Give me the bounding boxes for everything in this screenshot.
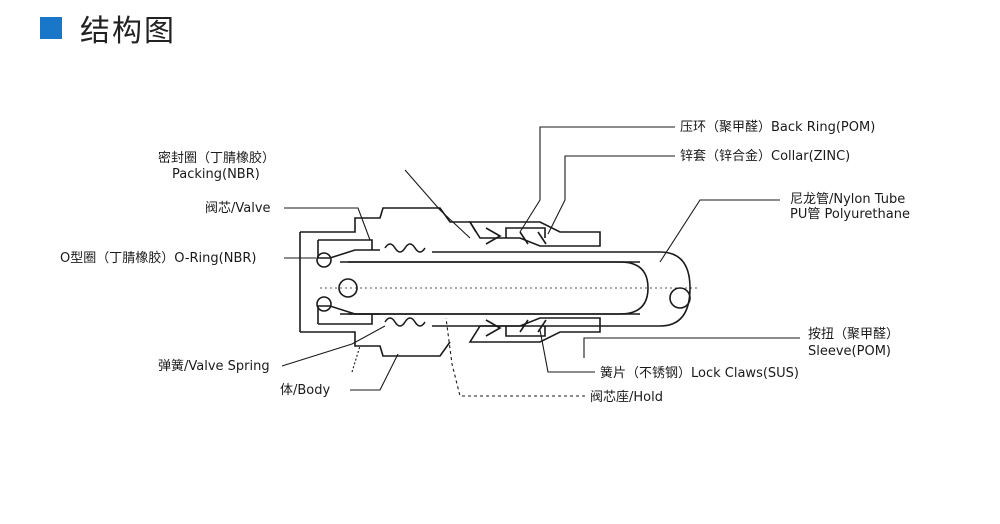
body-inner-bottom <box>317 305 380 324</box>
valve-spring-top <box>384 243 426 253</box>
lock-claws-top <box>485 227 502 245</box>
body-outline-bottom <box>300 331 451 357</box>
label-valve: 阀芯/Valve <box>205 201 271 216</box>
leader-valve-spring <box>281 325 386 367</box>
back-ring-top <box>468 221 601 247</box>
label-nylon-tube-1: 尼龙管/Nylon Tube <box>790 192 905 207</box>
label-collar: 锌套（锌合金）Collar(ZINC) <box>680 148 850 164</box>
valve-spring-bottom <box>384 317 426 327</box>
section-marker-icon <box>40 17 62 39</box>
leader-lines <box>281 126 800 397</box>
o-ring <box>316 252 332 268</box>
nylon-tube <box>340 261 649 315</box>
section-header: 结构图 <box>40 10 176 49</box>
leader-valve <box>284 207 371 241</box>
label-body: 体/Body <box>280 383 331 398</box>
lock-claws-bottom <box>485 319 502 337</box>
collar-bottom <box>505 326 546 337</box>
label-sleeve-cn: 按扭（聚甲醛） <box>808 326 899 342</box>
leader-sleeve <box>583 337 800 358</box>
label-packing-cn: 密封圈（丁腈橡胶） <box>158 150 275 166</box>
body-outline-top <box>300 207 477 233</box>
collar-top <box>505 227 546 238</box>
labels: 压环（聚甲醛）Back Ring(POM) 锌套（锌合金）Collar(ZINC… <box>60 119 910 405</box>
label-packing-en: Packing(NBR) <box>172 167 260 182</box>
label-sleeve-en: Sleeve(POM) <box>808 344 891 359</box>
label-back-ring: 压环（聚甲醛）Back Ring(POM) <box>680 119 875 135</box>
leader-packing <box>404 169 471 239</box>
leader-body <box>350 353 399 391</box>
label-hold: 阀芯座/Hold <box>590 390 663 405</box>
leader-lock-claws <box>539 329 595 373</box>
section-title: 结构图 <box>80 14 176 49</box>
leader-hold <box>445 317 585 397</box>
back-ring-bottom <box>468 317 601 343</box>
fitting-drawing <box>299 207 700 357</box>
leader-back-ring <box>519 126 675 233</box>
label-o-ring: O型圈（丁腈橡胶）O-Ring(NBR) <box>60 250 256 266</box>
leader-collar <box>547 155 675 235</box>
label-valve-spring: 弹簧/Valve Spring <box>158 358 270 374</box>
label-lock-claws: 簧片（不锈钢）Lock Claws(SUS) <box>600 365 799 381</box>
leader-nylon-tube <box>659 199 780 263</box>
label-nylon-tube-2: PU管 Polyurethane <box>790 207 910 222</box>
body-inner-top <box>317 240 380 259</box>
